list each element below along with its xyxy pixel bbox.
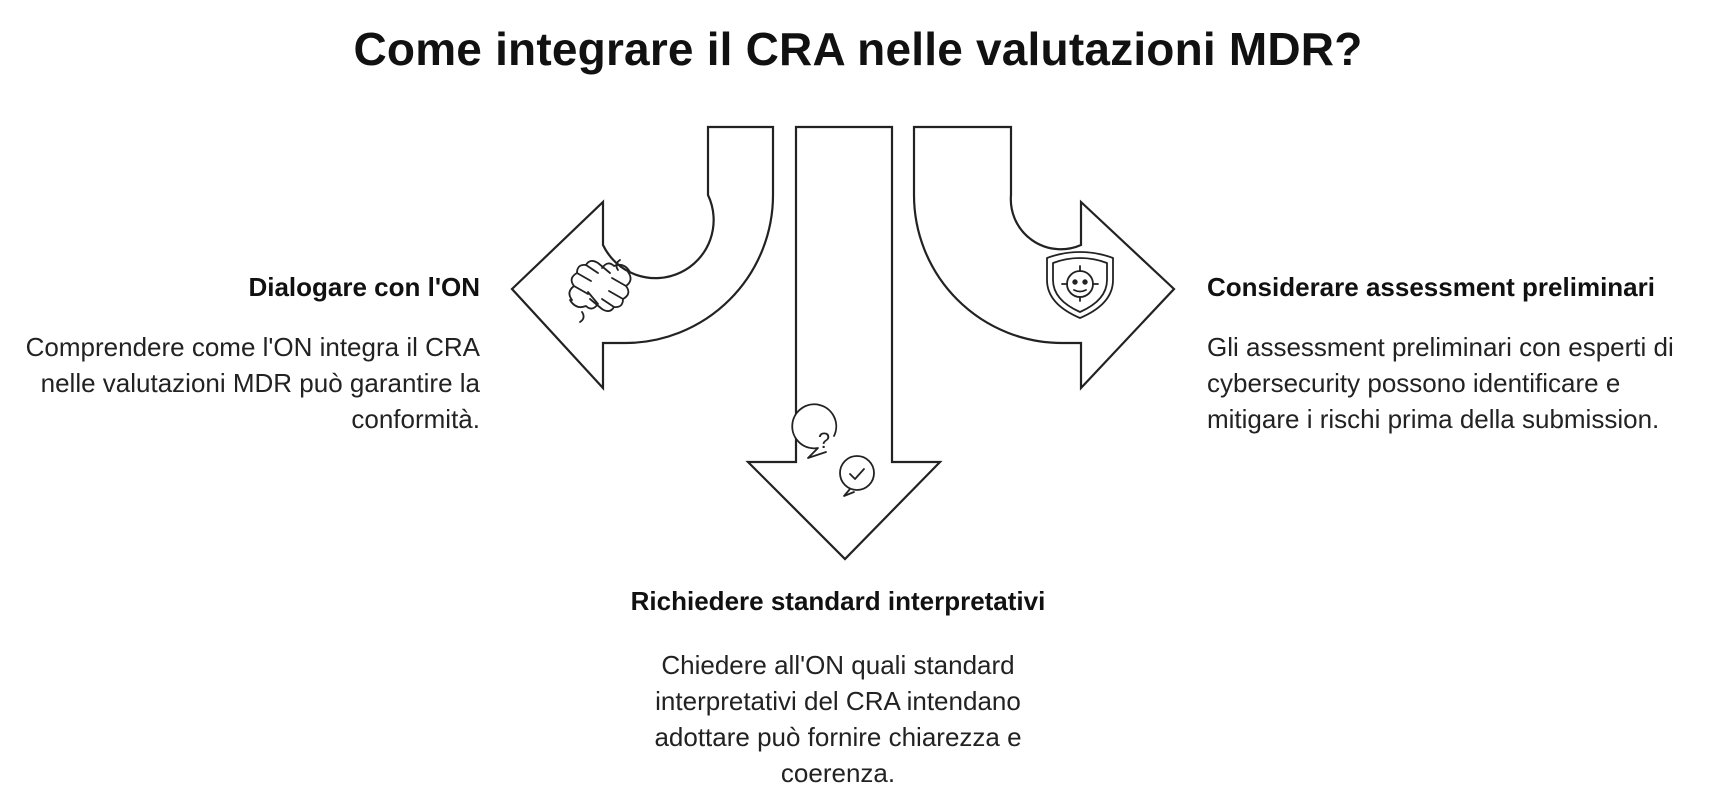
shield-virus-icon bbox=[1046, 251, 1114, 319]
option-bottom-heading: Richiedere standard interpretativi bbox=[630, 586, 1046, 616]
option-left-heading: Dialogare con l'ON bbox=[248, 272, 480, 302]
center-arrow bbox=[745, 125, 943, 561]
option-right-heading: Considerare assessment preliminari bbox=[1207, 272, 1655, 302]
right-arrow bbox=[912, 125, 1176, 391]
handshake-icon bbox=[568, 259, 632, 323]
option-right-description: Gli assessment preliminari con esperti d… bbox=[1207, 332, 1674, 434]
option-left-description: Comprendere come l'ON integra il CRA nel… bbox=[25, 332, 480, 434]
diagram-title: Come integrare il CRA nelle valutazioni … bbox=[353, 23, 1363, 75]
svg-text:?: ? bbox=[818, 428, 830, 453]
option-right: Considerare assessment preliminari Gli a… bbox=[1207, 272, 1707, 437]
option-bottom: Richiedere standard interpretativi Chied… bbox=[608, 586, 1068, 791]
option-bottom-description: Chiedere all'ON quali standard interpret… bbox=[654, 650, 1022, 788]
left-arrow bbox=[510, 125, 775, 391]
chat-question-check-icon: ? bbox=[791, 403, 875, 497]
option-left: Dialogare con l'ON Comprendere come l'ON… bbox=[20, 272, 480, 437]
